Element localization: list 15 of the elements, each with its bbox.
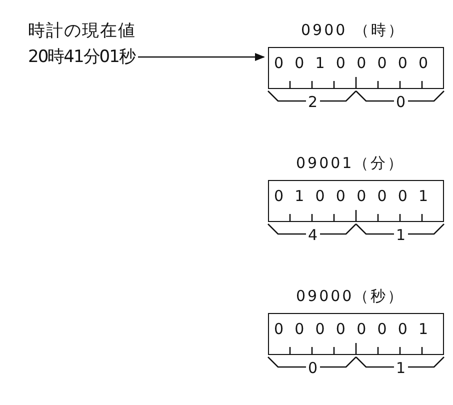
arrow [138,53,265,61]
bit-values: 00000001 [274,319,440,339]
register-heading: 0900 （時） [301,21,405,40]
digit-value: 2 [306,94,320,110]
digit-value: 0 [394,94,408,110]
digit-value: 1 [394,227,408,243]
digit-value: 1 [394,360,408,376]
register-heading: 09000（秒） [296,287,405,306]
register-heading: 09001（分） [296,154,405,173]
bit-values: 00100000 [274,53,440,73]
digit-value: 0 [306,360,320,376]
bit-values: 01000001 [274,186,440,206]
time-value: 20時41分01秒 [28,46,136,69]
digit-value: 4 [306,227,320,243]
clock-label: 時計の現在値 [28,20,136,43]
